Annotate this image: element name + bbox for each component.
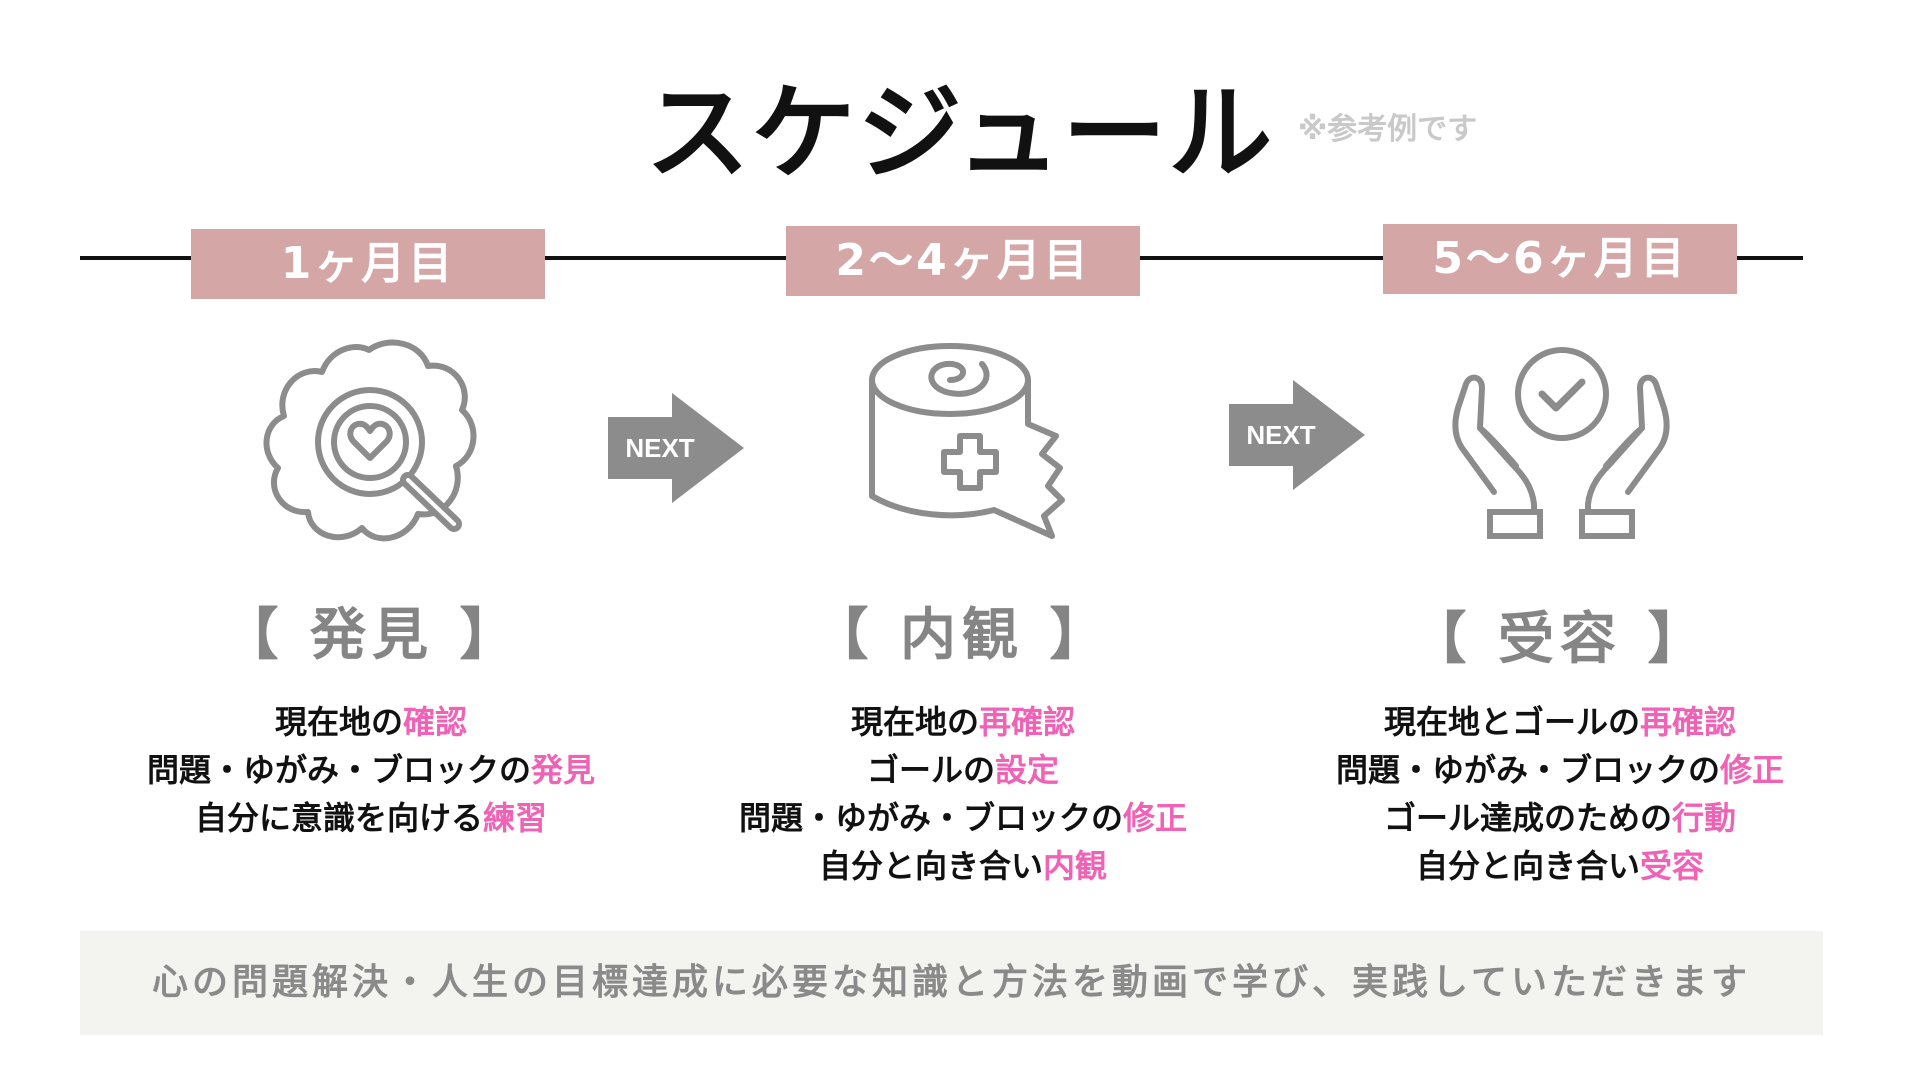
next-arrow-label: NEXT: [1246, 420, 1315, 450]
next-arrow-2: NEXT: [1229, 380, 1365, 490]
description-line: ゴール達成のための行動: [1383, 799, 1737, 837]
reference-note: ※参考例です: [1298, 112, 1478, 147]
bandage-roll-icon: [869, 343, 1065, 539]
description-line: ゴールの設定: [866, 751, 1060, 789]
next-arrow-label: NEXT: [625, 433, 694, 463]
description-line: 自分と向き合い受容: [1415, 847, 1705, 885]
phase-heading-2: 【 内観 】: [812, 603, 1112, 668]
phase-heading-3: 【 受容 】: [1410, 607, 1710, 672]
description-line: 現在地の再確認: [850, 703, 1076, 741]
description-line: 問題・ゆがみ・ブロックの発見: [146, 751, 596, 789]
month-label-2: 2〜4ヶ月目: [786, 226, 1140, 296]
description-line: 現在地の確認: [274, 703, 468, 741]
summary-footer: 心の問題解決・人生の目標達成に必要な知識と方法を動画で学び、実践していただきます: [80, 931, 1823, 1035]
description-line: 現在地とゴールの再確認: [1383, 703, 1737, 741]
page-title: スケジュール: [645, 72, 1275, 194]
stage-3-description: 現在地とゴールの再確認 問題・ゆがみ・ブロックの修正 ゴール達成のための行動 自…: [1260, 698, 1860, 890]
stage-1-description: 現在地の確認 問題・ゆがみ・ブロックの発見 自分に意識を向ける練習: [71, 698, 671, 842]
phase-heading-1: 【 発見 】: [222, 603, 522, 668]
magnifier-heart-cloud-icon: [263, 339, 477, 542]
description-line: 問題・ゆがみ・ブロックの修正: [738, 799, 1188, 837]
month-label-1: 1ヶ月目: [191, 229, 545, 299]
description-line: 自分に意識を向ける練習: [194, 799, 548, 837]
next-arrow-1: NEXT: [608, 393, 744, 503]
description-line: 問題・ゆがみ・ブロックの修正: [1335, 751, 1785, 789]
stage-2-description: 現在地の再確認 ゴールの設定 問題・ゆがみ・ブロックの修正 自分と向き合い内観: [663, 698, 1263, 890]
hands-checkmark-icon: [1452, 347, 1670, 539]
description-line: 自分と向き合い内観: [818, 847, 1108, 885]
month-label-3: 5〜6ヶ月目: [1383, 224, 1737, 294]
